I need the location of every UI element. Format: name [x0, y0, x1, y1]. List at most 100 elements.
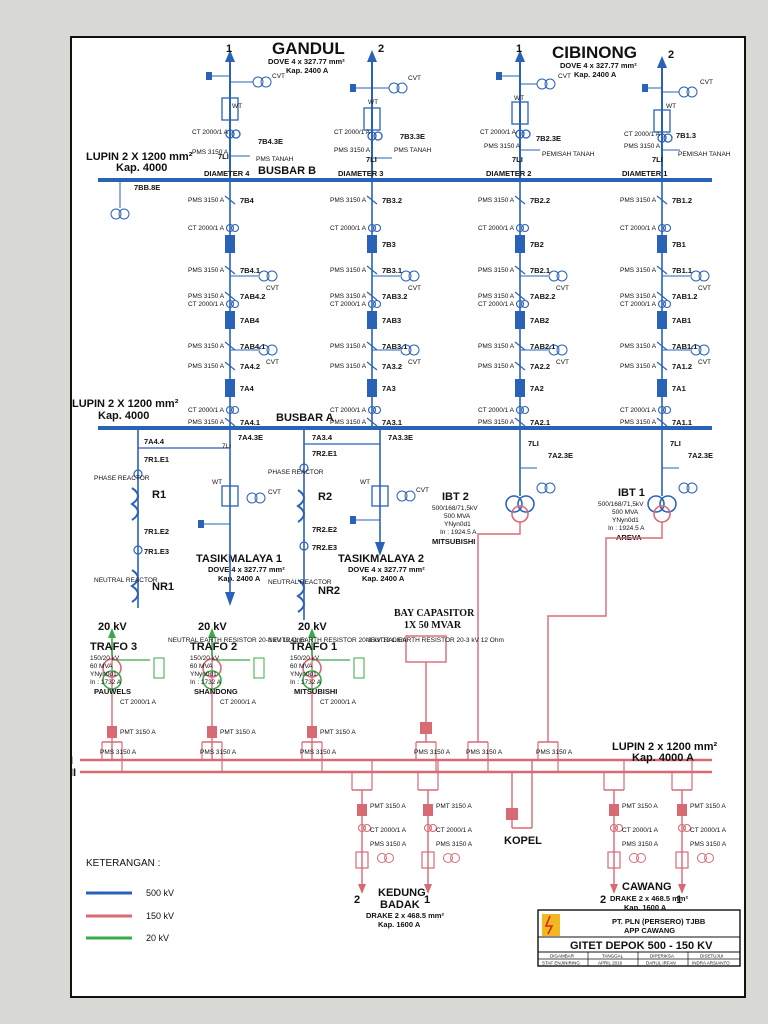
- kedung-badak-label-2: BADAK: [380, 899, 420, 911]
- svg-text:CT 2000/1 A: CT 2000/1 A: [192, 129, 229, 136]
- svg-text:20 kV: 20 kV: [198, 621, 227, 633]
- bus-selector-4: PMS 3150 A: [466, 741, 503, 772]
- circuit-breaker-icon: [423, 804, 433, 816]
- svg-text:7LI: 7LI: [652, 155, 663, 164]
- tasikmalaya-1-bay: 7A4.4 7R1.E1 R1 7R1.E2 7R1.E3 NR1 7A4.3E…: [94, 428, 281, 608]
- svg-text:1X 50 MVAR: 1X 50 MVAR: [404, 620, 462, 631]
- svg-text:7B4.3E: 7B4.3E: [258, 137, 283, 146]
- svg-text:PMT 3150 A: PMT 3150 A: [220, 729, 256, 736]
- svg-text:CT 2000/1 A: CT 2000/1 A: [188, 301, 225, 308]
- svg-text:PMS 3150 A: PMS 3150 A: [334, 147, 371, 154]
- bus-selector-5: PMS 3150 A: [536, 741, 573, 772]
- svg-text:PMS 3150 A: PMS 3150 A: [200, 749, 237, 756]
- svg-text:7AB1.2: 7AB1.2: [672, 292, 697, 301]
- legend-label-20kv: 20 kV: [146, 933, 169, 943]
- svg-text:PMT 3150 A: PMT 3150 A: [120, 729, 156, 736]
- svg-text:CT 2000/1 A: CT 2000/1 A: [478, 407, 515, 414]
- svg-text:PMS 3150 A: PMS 3150 A: [620, 197, 657, 204]
- svg-text:PMT 3150 A: PMT 3150 A: [622, 803, 658, 810]
- svg-text:7A2.3E: 7A2.3E: [688, 451, 713, 460]
- svg-text:I: I: [72, 755, 73, 767]
- pln-logo-icon: [542, 914, 560, 936]
- svg-text:PAUWELS: PAUWELS: [94, 687, 131, 696]
- feeder-arrow-icon: [678, 884, 686, 894]
- legend-label-500kv: 500 kV: [146, 888, 174, 898]
- ibt-1-150kv-lead: [547, 522, 663, 742]
- svg-text:7B2.2: 7B2.2: [530, 196, 550, 205]
- svg-text:DOVE 4 x 327.77 mm²: DOVE 4 x 327.77 mm²: [348, 565, 425, 574]
- svg-text:YNyn0d1: YNyn0d1: [290, 671, 317, 678]
- cibinong-conductor: DOVE 4 x 327.77 mm²: [560, 61, 637, 70]
- circuit-breaker-icon: [207, 726, 217, 738]
- svg-text:PMS 3150 A: PMS 3150 A: [478, 293, 515, 300]
- circuit-breaker-icon: [367, 235, 377, 253]
- svg-text:DOVE 4 x 327.77 mm²: DOVE 4 x 327.77 mm²: [208, 565, 285, 574]
- feeder-arrow-icon: [610, 884, 618, 894]
- bus-150-lupin: LUPIN 2 x 1200 mm²: [612, 741, 717, 753]
- svg-text:PMS 3150 A: PMS 3150 A: [436, 841, 473, 848]
- svg-text:II: II: [72, 767, 76, 779]
- ibt-2: 7LI 7A2.3E IBT 2 500/168/71,5kV 500 MVA …: [432, 428, 573, 546]
- svg-text:DRAKE 2 x 468.5 mm²: DRAKE 2 x 468.5 mm²: [610, 894, 688, 903]
- svg-text:7LI: 7LI: [218, 152, 229, 161]
- kopel-label: KOPEL: [504, 835, 542, 847]
- svg-text:PMS TANAH: PMS TANAH: [256, 156, 294, 163]
- svg-text:7LI: 7LI: [528, 439, 539, 448]
- diameter-3-label: DIAMETER 3: [338, 169, 383, 178]
- svg-text:7A1.2: 7A1.2: [672, 362, 692, 371]
- svg-text:7R1.E1: 7R1.E1: [144, 455, 169, 464]
- lightning-arrester-icon: [206, 72, 212, 80]
- svg-text:CVT: CVT: [416, 487, 429, 494]
- bus-selector-3: PMS 3150 A: [414, 741, 451, 772]
- svg-text:7B1: 7B1: [672, 240, 686, 249]
- svg-text:7LI: 7LI: [512, 155, 523, 164]
- svg-text:CT 2000/1 A: CT 2000/1 A: [188, 225, 225, 232]
- circuit-breaker-icon: [677, 804, 687, 816]
- svg-text:PMT 3150 A: PMT 3150 A: [690, 803, 726, 810]
- svg-text:Kap. 2400 A: Kap. 2400 A: [218, 574, 261, 583]
- single-line-diagram-sheet: 1 2 GANDUL DOVE 4 x 327.77 mm² Kap. 2400…: [70, 36, 746, 998]
- feeder-arrow-icon: [424, 884, 432, 894]
- svg-text:7R1.E2: 7R1.E2: [144, 527, 169, 536]
- svg-text:CVT: CVT: [556, 359, 569, 366]
- svg-text:PMS 3150 A: PMS 3150 A: [192, 149, 229, 156]
- company-name: PT. PLN (PERSERO) TJBB: [612, 917, 706, 926]
- svg-text:CVT: CVT: [558, 73, 571, 80]
- circuit-breaker-icon: [609, 804, 619, 816]
- svg-text:7B2: 7B2: [530, 240, 544, 249]
- svg-text:2: 2: [600, 894, 606, 906]
- svg-text:PMS 3150 A: PMS 3150 A: [690, 841, 727, 848]
- svg-text:PMS 3150 A: PMS 3150 A: [188, 267, 225, 274]
- svg-text:NEUTRAL REACTOR: NEUTRAL REACTOR: [94, 577, 158, 584]
- gandul-title: GANDUL: [272, 39, 345, 58]
- svg-text:PMS 3150 A: PMS 3150 A: [620, 363, 657, 370]
- wave-trap-icon: [675, 851, 689, 869]
- svg-text:NEUTRAL EARTH RESISTOR 20-3 kV: NEUTRAL EARTH RESISTOR 20-3 kV 12 Ohm: [366, 637, 504, 644]
- top-feeder-equipment: WT CT 2000/1 A PMS 3150 A PMS TANAH CVT …: [192, 72, 731, 164]
- svg-text:Kap. 1600 A: Kap. 1600 A: [624, 903, 667, 912]
- svg-text:7A3.4: 7A3.4: [312, 433, 333, 442]
- svg-text:7AB3: 7AB3: [382, 316, 401, 325]
- cibinong-feeders: 1 2: [515, 43, 674, 180]
- svg-text:In : 1924.5 A: In : 1924.5 A: [440, 529, 477, 536]
- svg-text:7A1: 7A1: [672, 384, 686, 393]
- svg-text:7AB2.2: 7AB2.2: [530, 292, 555, 301]
- busbar-a-capacity: Kap. 4000: [98, 410, 149, 422]
- svg-text:CVT: CVT: [266, 285, 279, 292]
- svg-text:1: 1: [676, 894, 682, 906]
- svg-text:PMS 3150 A: PMS 3150 A: [188, 197, 225, 204]
- svg-text:PEMISAH TANAH: PEMISAH TANAH: [542, 151, 595, 158]
- svg-text:DISETUJUI: DISETUJUI: [700, 954, 723, 959]
- svg-text:CT 2000/1 A: CT 2000/1 A: [690, 827, 727, 834]
- svg-text:YNyn0d1: YNyn0d1: [444, 521, 471, 528]
- svg-text:PMS 3150 A: PMS 3150 A: [478, 267, 515, 274]
- svg-text:7AB3.2: 7AB3.2: [382, 292, 407, 301]
- svg-text:WT: WT: [232, 103, 242, 110]
- svg-text:PMS 3150 A: PMS 3150 A: [622, 841, 659, 848]
